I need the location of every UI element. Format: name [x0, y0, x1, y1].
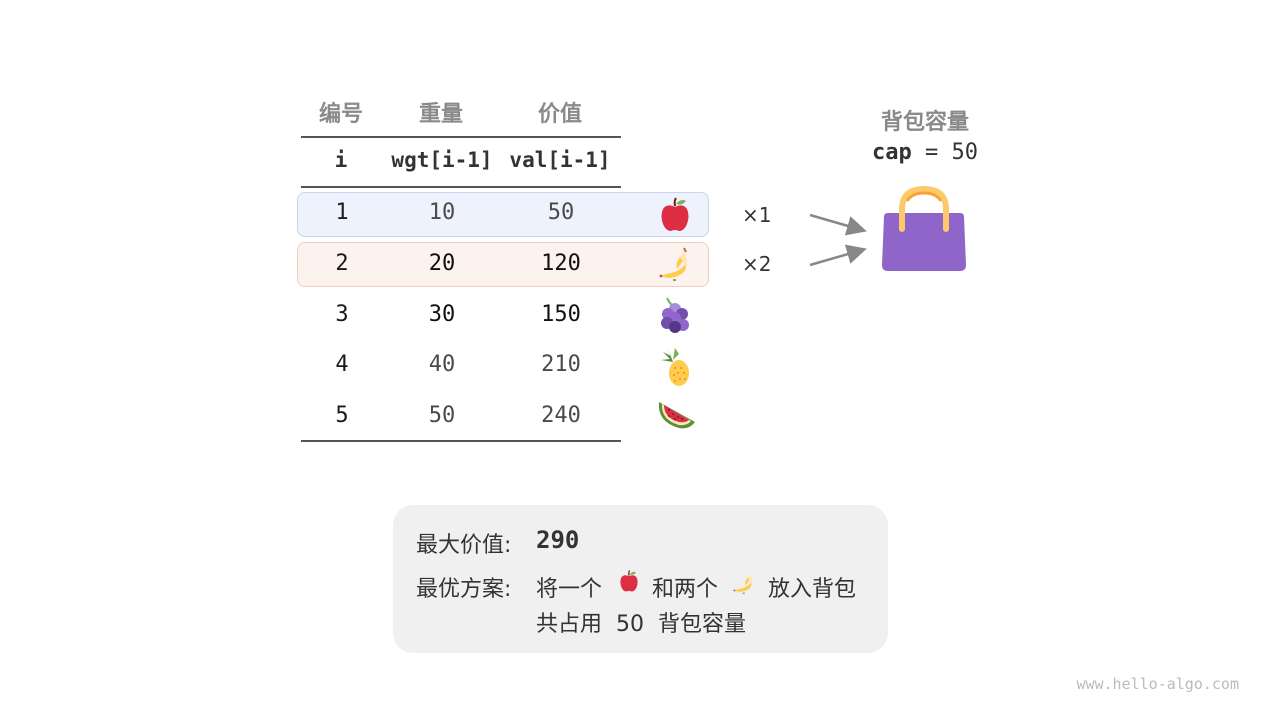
row-4-value: 210: [541, 352, 581, 377]
row-1-value: 50: [547, 200, 575, 225]
table-header-rule: [301, 186, 621, 188]
row-3-weight: 30: [428, 302, 456, 327]
apple-icon: [620, 570, 638, 592]
row-3-value: 150: [541, 302, 581, 327]
row-2-weight: 20: [428, 251, 456, 276]
plan-line2: 共占用 50 背包容量: [536, 612, 746, 637]
row-highlight-apple: [297, 192, 709, 237]
cap-label: cap: [872, 140, 912, 165]
table-bottom-rule: [301, 440, 621, 442]
row-1-weight: 10: [428, 200, 456, 225]
banana-icon: [733, 573, 753, 594]
watermelon-icon: [658, 402, 695, 429]
table-top-rule: [301, 136, 621, 138]
header-value-code: val[i-1]: [509, 148, 611, 172]
max-value-label: 最大价值:: [416, 533, 512, 558]
max-value: 290: [536, 526, 580, 554]
plan-label: 最优方案:: [416, 577, 512, 602]
plan-part2: 和两个: [652, 577, 719, 602]
row-1-index: 1: [335, 200, 349, 225]
row-5-weight: 50: [428, 403, 456, 428]
row-3-index: 3: [335, 302, 349, 327]
row-2-value: 120: [541, 251, 581, 276]
row-4-index: 4: [335, 352, 349, 377]
header-value-cn: 价值: [537, 102, 582, 127]
arrows-to-bag-icon: [809, 213, 867, 267]
knapsack-capacity: cap = 50: [845, 140, 1005, 165]
header-weight-cn: 重量: [418, 102, 463, 127]
pineapple-icon: [661, 346, 689, 386]
row-4-weight: 40: [428, 352, 456, 377]
watermark: www.hello-algo.com: [1076, 675, 1239, 693]
apple-icon: [661, 197, 689, 231]
handbag-icon: [882, 185, 966, 271]
result-panel: 最大价值: 290 最优方案: 将一个 和两个 放入背包 共占用 50 背包容量: [393, 505, 888, 653]
grapes-icon: [661, 297, 689, 333]
header-index-code: i: [334, 148, 348, 172]
row-2-index: 2: [335, 251, 349, 276]
header-weight-code: wgt[i-1]: [391, 148, 493, 172]
cap-value: = 50: [925, 140, 978, 165]
plan-part1: 将一个: [536, 577, 603, 602]
knapsack-title: 背包容量: [880, 110, 969, 135]
plan-part3: 放入背包: [768, 577, 857, 602]
banana-count: ×2: [742, 252, 772, 276]
row-highlight-banana: [297, 242, 709, 287]
apple-count: ×1: [742, 203, 772, 227]
row-5-value: 240: [541, 403, 581, 428]
header-index-cn: 编号: [318, 102, 363, 127]
row-5-index: 5: [335, 403, 349, 428]
banana-icon: [659, 247, 687, 281]
